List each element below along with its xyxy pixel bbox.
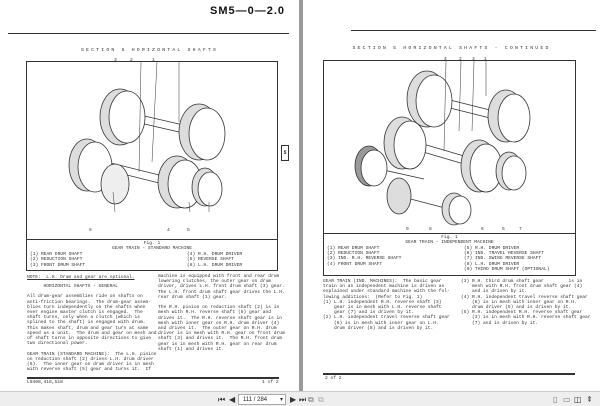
prev-page-icon[interactable]: ◀ bbox=[229, 395, 236, 404]
legend-item: (6) IND. TRAVEL REVERSE SHAFT bbox=[464, 250, 544, 256]
fit-icon[interactable]: ⇞ bbox=[586, 395, 593, 404]
callout-7: 7 bbox=[519, 227, 522, 232]
callout-4: 4 bbox=[167, 228, 170, 233]
callout-3: 3 bbox=[114, 58, 117, 63]
legend-item: (3) IND. R.H. REVERSE SHAFT bbox=[327, 256, 402, 262]
bookmark-icon[interactable]: ▭ bbox=[563, 395, 571, 404]
legend-item: (1) REAR DRUM SHAFT bbox=[327, 245, 380, 251]
legend-item: (6) L.H. DRUM DRIVER bbox=[187, 262, 243, 268]
callout-2: 2 bbox=[130, 58, 133, 63]
footer-code: L9408,418,518 bbox=[27, 380, 63, 385]
caption-rule bbox=[27, 239, 277, 240]
section-tab: 5 bbox=[281, 145, 289, 161]
next-page-icon[interactable]: ▶ bbox=[290, 395, 297, 404]
viewer-toolbar: ⏮ ◀ 111 / 284 ▾ ▶ ⏭ ⧉ ⧉ ▯ ▭ ◫ ⇞ bbox=[0, 391, 600, 406]
callout-5: 5 bbox=[502, 227, 505, 232]
paste-icon[interactable]: ⧉ bbox=[318, 395, 324, 404]
callout-1: 1 bbox=[152, 58, 155, 63]
section-title: SECTION 5 HORIZONTAL SHAFTS bbox=[80, 48, 219, 53]
legend-item: (3) FRONT DRUM SHAFT bbox=[30, 262, 86, 268]
caption-rule bbox=[324, 233, 575, 234]
figure-subtitle: GEAR TRAIN - INDEPENDENT MACHINE bbox=[405, 239, 494, 245]
callout-6: 6 bbox=[89, 228, 92, 233]
dropdown-icon[interactable]: ▾ bbox=[280, 396, 284, 403]
gear-train-illustration bbox=[354, 61, 531, 226]
legend-item: (2) REDUCTION SHAFT bbox=[30, 257, 83, 263]
header-rule bbox=[8, 33, 289, 34]
first-page-icon[interactable]: ⏮ bbox=[218, 395, 226, 404]
legend-item: (8) L.H. DRUM DRIVER bbox=[464, 261, 520, 267]
single-page-icon[interactable]: ▯ bbox=[553, 395, 558, 404]
last-page-icon[interactable]: ⏭ bbox=[299, 395, 307, 404]
header-rule bbox=[351, 30, 596, 31]
body-column-2: machine is equipped with front and rear … bbox=[158, 274, 285, 352]
callout-9: 9 bbox=[406, 227, 409, 232]
page-number-input[interactable]: 111 / 284 bbox=[238, 394, 286, 405]
callout-8: 8 bbox=[429, 227, 432, 232]
callout-4: 4 bbox=[444, 57, 447, 62]
figure-box: 4 2 3 1 9 8 6 5 7 Fig. 1 GEAR TRAIN - IN… bbox=[323, 57, 576, 276]
note-text: NOTE: L.H. Drum and gear are optional. bbox=[27, 275, 135, 280]
gear-train-illustration bbox=[68, 62, 226, 213]
right-page: SECTION 5 HORIZONTAL SHAFTS - CONTINUED … bbox=[303, 0, 600, 391]
callout-3: 3 bbox=[472, 57, 475, 62]
figure-box: 3 2 1 6 4 5 Fig. 1 GEAR TRAIN - STANDARD… bbox=[26, 58, 278, 271]
legend-item: (1) REAR DRUM SHAFT bbox=[30, 252, 83, 257]
callout-1: 1 bbox=[484, 57, 487, 62]
footer-rule bbox=[27, 377, 279, 379]
two-page-icon[interactable]: ◫ bbox=[574, 395, 582, 404]
figure-caption: Fig. 1 bbox=[441, 234, 458, 240]
legend-item: (2) REDUCTION SHAFT bbox=[327, 250, 380, 256]
callout-5: 5 bbox=[187, 228, 190, 233]
legend-item: (5) R.H. DRUM DRIVER bbox=[464, 245, 520, 251]
legend-item: (7) IND. SWING REVERSE SHAFT bbox=[464, 256, 542, 262]
legend-item: (4) FRONT DRUM SHAFT bbox=[327, 261, 383, 267]
legend-item: (4) R.H. DRUM DRIVER bbox=[187, 252, 243, 257]
body-column-2: (3) R.H. third drum shaft gear is in mes… bbox=[461, 279, 591, 326]
figure-subtitle: GEAR TRAIN - STANDARD MACHINE bbox=[112, 246, 192, 252]
page-of: 1 of 2 bbox=[262, 380, 279, 385]
section-title: SECTION 5 HORIZONTAL SHAFTS - CONTINUED bbox=[352, 46, 551, 51]
doc-number: SM5—0—2.0 bbox=[210, 5, 286, 17]
body-column-1: HORIZONTAL SHAFTS - GENERAL All drum-gea… bbox=[27, 284, 157, 373]
callout-6: 6 bbox=[481, 227, 484, 232]
body-column-1: GEAR TRAIN (IND. MACHINES): The basic ge… bbox=[323, 279, 450, 331]
figure-caption: Fig. 1 bbox=[143, 241, 161, 246]
legend-item: (5) REVERSE SHAFT bbox=[187, 257, 234, 263]
left-page: SM5—0—2.0 SECTION 5 HORIZONTAL SHAFTS 3 … bbox=[0, 0, 299, 391]
page-of: 2 of 2 bbox=[325, 376, 342, 381]
copy-icon[interactable]: ⧉ bbox=[308, 395, 314, 404]
legend-item: (9) THIRD DRUM SHAFT (OPTIONAL) bbox=[464, 267, 550, 273]
footer-rule bbox=[323, 373, 575, 375]
callout-2: 2 bbox=[459, 57, 462, 62]
